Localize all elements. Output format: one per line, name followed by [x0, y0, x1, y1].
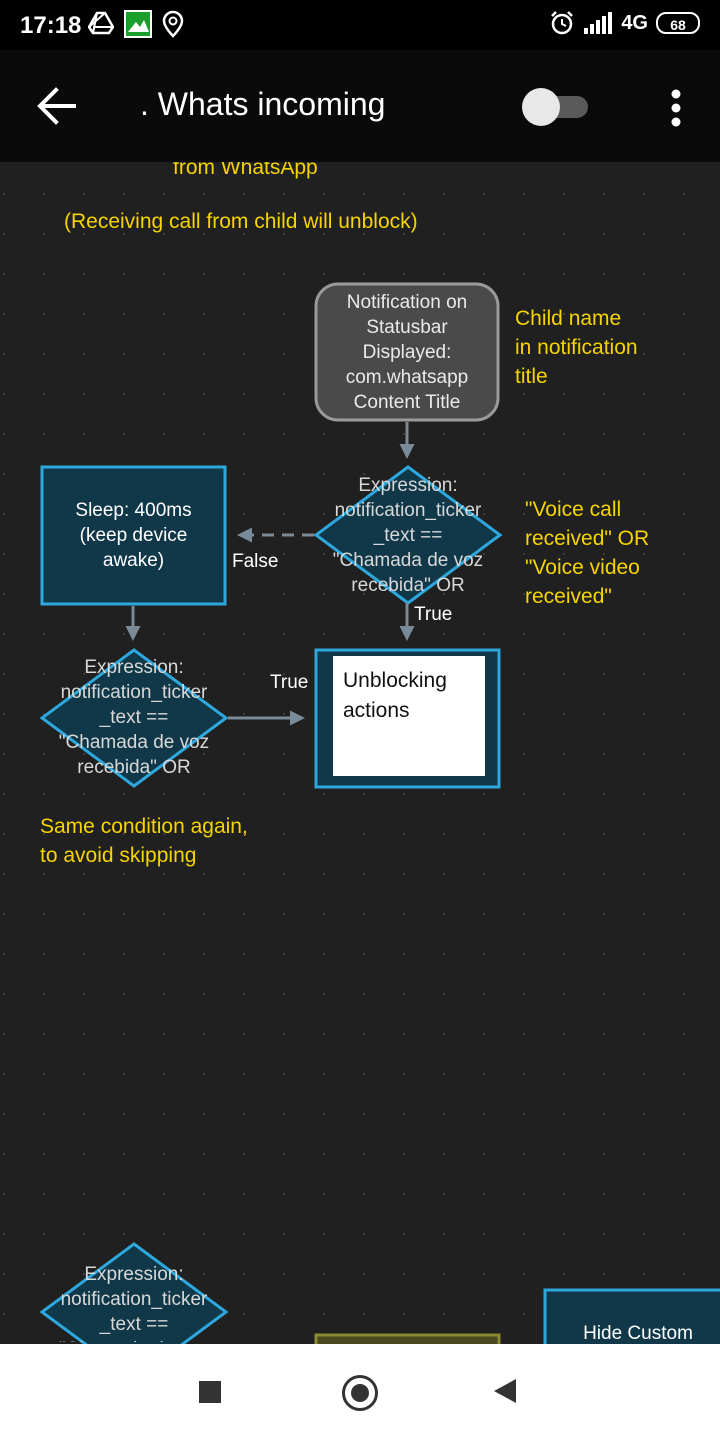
network-type: 4G	[621, 11, 648, 34]
expression-node-2-shape[interactable]	[39, 648, 229, 788]
unblocking-node-overlay	[333, 656, 485, 776]
notification-node-shape[interactable]	[314, 282, 500, 422]
note-same-condition: Same condition again, to avoid skipping	[40, 815, 248, 867]
alarm-icon	[551, 11, 574, 35]
image-icon	[124, 10, 152, 38]
more-vert-icon[interactable]	[660, 88, 692, 128]
status-icons-left	[88, 10, 184, 38]
toggle-thumb	[522, 88, 560, 126]
home-circle-icon[interactable]	[342, 1375, 378, 1411]
unblocking-node-label: Unblocking actions	[343, 669, 447, 722]
page-title: . Whats incoming	[140, 86, 386, 122]
edge-label-false: False	[232, 551, 279, 572]
flow-canvas[interactable]: Incoming voice/video call from WhatsApp …	[0, 162, 720, 1344]
note-voice-call: "Voice call received" OR "Voice video re…	[525, 498, 650, 608]
note-receiving: (Receiving call from child will unblock)	[64, 210, 418, 233]
enable-toggle[interactable]	[522, 88, 590, 126]
partial-node-shape[interactable]	[314, 1333, 501, 1344]
expression-node-1-label: Expression: notification_ticker _text ==…	[332, 475, 484, 596]
recents-square-icon[interactable]	[199, 1381, 221, 1403]
edge-label-true-1: True	[414, 604, 453, 625]
sleep-node-shape[interactable]	[40, 465, 227, 606]
status-bar: 17:18 4G 68	[0, 0, 720, 50]
note-incoming: Incoming voice/video call from WhatsApp	[173, 162, 318, 179]
battery-icon: 68	[656, 12, 700, 34]
battery-level: 68	[670, 17, 686, 33]
note-child-name: Child name in notification title	[515, 307, 638, 388]
drive-icon	[88, 11, 114, 35]
status-time: 17:18	[20, 12, 82, 39]
expression-node-2-label: Expression: notification_ticker _text ==…	[58, 657, 210, 778]
navigation-bar	[0, 1344, 720, 1440]
expression-node-3-label: Expression: notification_ticker _text ==…	[59, 1264, 209, 1342]
back-triangle-icon[interactable]	[494, 1379, 516, 1403]
home-circle-inner	[351, 1384, 369, 1402]
hide-custom-node-shape[interactable]	[543, 1288, 720, 1344]
flow-graphics	[39, 282, 720, 1344]
edge-label-true-2: True	[270, 672, 309, 693]
app-bar: . Whats incoming	[0, 50, 720, 162]
location-icon	[162, 10, 184, 38]
back-arrow-icon[interactable]	[34, 84, 78, 128]
hide-custom-node-label: Hide Custom	[583, 1323, 693, 1344]
status-icons-right: 4G 68	[549, 10, 700, 36]
expression-node-3-shape[interactable]	[39, 1242, 229, 1344]
sleep-node-label: Sleep: 400ms (keep device awake)	[75, 500, 192, 571]
notification-node-label: Notification on Statusbar Displayed: com…	[345, 292, 469, 413]
signal-icon	[584, 12, 613, 34]
